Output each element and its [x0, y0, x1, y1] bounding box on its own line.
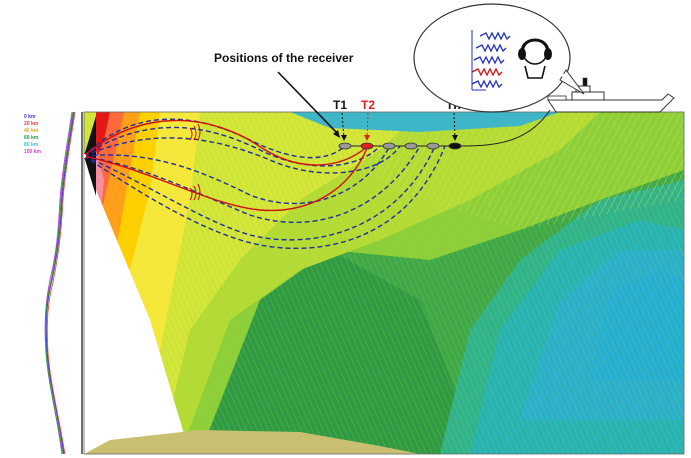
receiver-label-t1: T1 [333, 98, 347, 112]
legend-item: 20 km [24, 121, 39, 127]
panel-frame [83, 111, 685, 455]
legend-item: 100 km [24, 149, 42, 155]
velocity-profile [44, 111, 83, 455]
receiver-node [404, 142, 418, 150]
receiver-node [382, 142, 396, 150]
legend-item: 60 km [24, 135, 39, 141]
depth-legend: 0 km 20 km 40 km 60 km 80 km 100 km [24, 114, 42, 155]
amplitude-field [84, 112, 684, 454]
waveform-traces [471, 30, 511, 91]
receiver-node [338, 142, 352, 150]
receiver-string [338, 109, 551, 150]
legend-item: 40 km [24, 128, 39, 134]
callout-label: Positions of the receiver [214, 51, 354, 65]
receiver-label-t2: T2 [361, 98, 375, 112]
listener-headphones-icon [518, 38, 552, 79]
legend-item: 80 km [24, 142, 39, 148]
ray-paths [84, 118, 446, 250]
legend-item: 0 km [24, 114, 36, 120]
receiver-node [448, 142, 462, 150]
callout-arrow [277, 71, 339, 135]
receiver-node [360, 142, 374, 150]
receiver-node [426, 142, 440, 150]
